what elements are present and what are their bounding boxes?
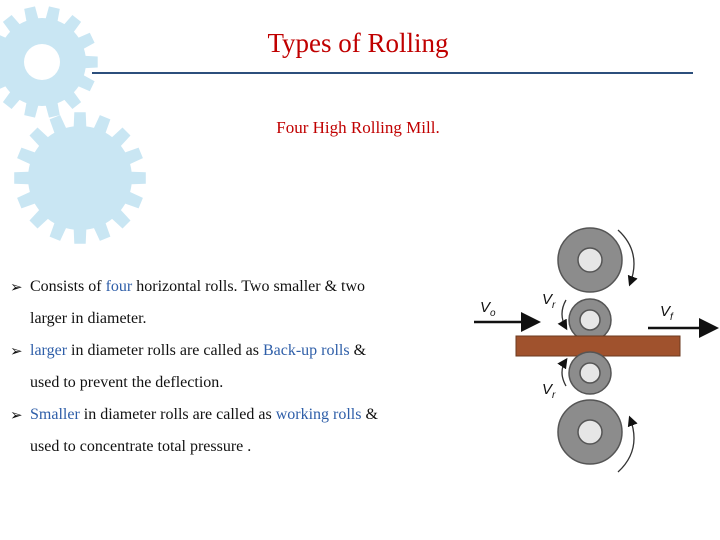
work-roll-top <box>568 298 612 342</box>
backup-roll-bottom <box>557 399 623 465</box>
gear-icon <box>0 6 98 118</box>
rotation-arrow-icon <box>557 299 568 331</box>
highlight-text: working rolls <box>275 406 362 423</box>
label-vr-top: Vr <box>542 291 556 311</box>
bullet-item: ➢ Smaller in diameter rolls are called a… <box>10 405 450 457</box>
bullet-text: used to prevent the deflection. <box>30 374 224 391</box>
bullet-line: larger in diameter. <box>30 309 450 329</box>
bullet-text: & <box>349 342 367 359</box>
work-roll-bottom <box>568 351 612 395</box>
title-underline <box>92 72 693 74</box>
bullet-text: Consists of <box>30 278 106 295</box>
bullet-line: Consists of four horizontal rolls. Two s… <box>30 277 450 297</box>
gear-decoration <box>0 6 146 244</box>
bullet-text: used to concentrate total pressure . <box>30 438 252 455</box>
bullet-line: Smaller in diameter rolls are called as … <box>30 405 450 425</box>
bullet-text: horizontal rolls. Two smaller & two <box>132 278 366 295</box>
highlight-text: four <box>105 278 133 295</box>
bullet-text: in diameter rolls are called as <box>79 406 276 423</box>
rotation-arrow-icon <box>557 357 568 387</box>
bullet-text: in diameter rolls are called as <box>67 342 263 359</box>
bullet-text: & <box>361 406 378 423</box>
bullet-text: larger in diameter. <box>30 310 147 327</box>
label-vo: Vo <box>480 299 496 319</box>
rotation-arrow-icon <box>617 415 638 473</box>
bullet-line: used to concentrate total pressure . <box>30 437 450 457</box>
rotation-arrow-icon <box>617 229 638 287</box>
slide-title: Types of Rolling <box>267 28 449 58</box>
bullet-item: ➢ Consists of four horizontal rolls. Two… <box>10 277 450 329</box>
arrow-bullet-icon: ➢ <box>10 342 23 360</box>
slide-subtitle: Four High Rolling Mill. <box>276 118 440 137</box>
highlight-text: Smaller <box>30 406 80 423</box>
backup-roll-top <box>557 227 623 293</box>
label-vf: Vf <box>660 303 674 323</box>
highlight-text: Back-up rolls <box>262 342 350 359</box>
highlight-text: larger <box>30 342 68 359</box>
label-vr-bottom: Vr <box>542 381 556 401</box>
arrow-bullet-icon: ➢ <box>10 278 23 296</box>
gear-icon <box>14 112 146 244</box>
four-high-mill-diagram: Vo Vr Vf Vr <box>474 227 719 473</box>
bullet-item: ➢ larger in diameter rolls are called as… <box>10 341 450 393</box>
bullet-line: used to prevent the deflection. <box>30 373 450 393</box>
bullet-line: larger in diameter rolls are called as B… <box>30 341 450 361</box>
arrow-bullet-icon: ➢ <box>10 406 23 424</box>
bullet-list: ➢ Consists of four horizontal rolls. Two… <box>10 277 450 469</box>
